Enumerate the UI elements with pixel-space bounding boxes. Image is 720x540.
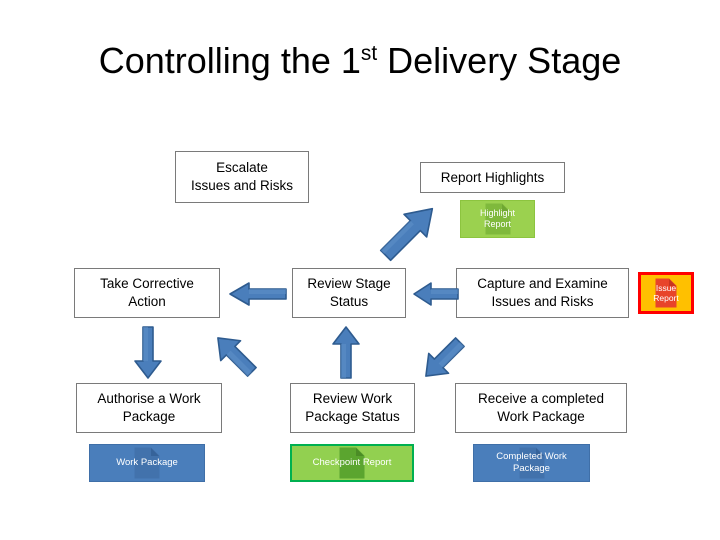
process-box-review-work-package-status-line2: Package Status: [305, 409, 400, 424]
process-box-escalate-line2: Issues and Risks: [190, 178, 294, 193]
process-box-review-stage-status-line1: Review Stage: [307, 276, 391, 292]
process-box-review-stage-status-line2: Status: [329, 294, 369, 309]
process-box-review-work-package-status[interactable]: Review Work Package Status: [290, 383, 415, 433]
artefact-completed-work-package-line1: Completed Work: [496, 451, 567, 463]
document-icon: [519, 447, 545, 479]
process-box-report-highlights[interactable]: Report Highlights: [420, 162, 565, 193]
document-icon: [485, 203, 511, 235]
process-box-take-corrective-action[interactable]: Take Corrective Action: [74, 268, 220, 318]
arrow-review-stage-to-report-highlights: [370, 204, 448, 262]
arrow-review-work-package-to-authorise: [206, 330, 268, 384]
arrow-capture-to-review-stage: [412, 281, 460, 307]
arrow-review-work-package-to-review-stage: [330, 325, 362, 381]
process-box-receive-a-completed-work-package[interactable]: Receive a completed Work Package: [455, 383, 627, 433]
process-box-take-corrective-action-line2: Action: [128, 294, 166, 309]
process-box-escalate-line1: Escalate: [216, 160, 268, 176]
artefact-issue-report-line2: Report: [653, 293, 679, 303]
document-icon: [655, 278, 677, 308]
document-icon: [339, 447, 365, 479]
page-title-tail: Delivery Stage: [377, 40, 622, 81]
process-box-escalate-issues-and-risks[interactable]: Escalate Issues and Risks: [175, 151, 309, 203]
process-box-capture-and-examine-issues-and-risks[interactable]: Capture and Examine Issues and Risks: [456, 268, 629, 318]
artefact-work-package-label: Work Package: [116, 457, 178, 469]
arrow-review-stage-to-take-corrective-action: [228, 281, 288, 307]
process-box-authorise-line2: Package: [122, 409, 176, 424]
arrow-take-corrective-to-authorise: [132, 325, 164, 381]
process-box-review-stage-status[interactable]: Review Stage Status: [292, 268, 406, 318]
artefact-issue-report-line1: Issue: [655, 282, 677, 293]
artefact-checkpoint-report[interactable]: Checkpoint Report: [290, 444, 414, 482]
process-box-capture-and-examine-line2: Issues and Risks: [491, 294, 594, 309]
artefact-completed-work-package[interactable]: Completed Work Package: [473, 444, 590, 482]
artefact-highlight-report[interactable]: Highlight Report: [460, 200, 535, 238]
artefact-issue-report[interactable]: Issue Report: [638, 272, 694, 314]
process-box-review-work-package-status-line1: Review Work: [312, 391, 393, 407]
document-icon: [134, 447, 160, 479]
process-box-authorise-a-work-package[interactable]: Authorise a Work Package: [76, 383, 222, 433]
page-title-ordinal-suffix: st: [360, 42, 378, 65]
process-box-capture-and-examine-line1: Capture and Examine: [477, 276, 608, 292]
artefact-work-package[interactable]: Work Package: [89, 444, 205, 482]
process-box-authorise-line1: Authorise a Work: [97, 391, 201, 407]
process-box-receive-completed-line2: Work Package: [497, 409, 585, 424]
page-title: Controlling the 1st Delivery Stage: [36, 40, 684, 82]
page-title-main: Controlling the 1: [98, 40, 361, 81]
artefact-highlight-report-line1: Highlight: [479, 208, 516, 219]
artefact-completed-work-package-line2: Package: [513, 463, 550, 474]
artefact-highlight-report-line2: Report: [483, 219, 511, 229]
process-box-receive-completed-line1: Receive a completed: [477, 391, 605, 407]
process-box-take-corrective-action-line1: Take Corrective: [100, 276, 194, 292]
arrow-receive-completed-to-review-stage: [414, 330, 476, 384]
process-box-report-highlights-line1: Report Highlights: [440, 169, 545, 185]
artefact-checkpoint-report-label: Checkpoint Report: [312, 457, 392, 469]
